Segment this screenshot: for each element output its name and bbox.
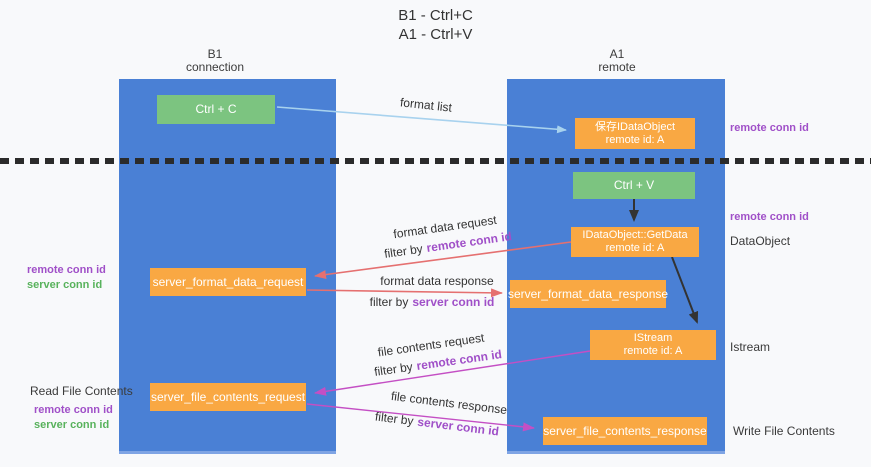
server-format-data-response-label: server_format_data_response xyxy=(507,286,669,301)
getdata-line2: remote id: A xyxy=(605,242,665,254)
ctrl-v-label: Ctrl + V xyxy=(613,178,655,192)
dataobject-annotation: DataObject xyxy=(730,234,791,248)
node-server-format-data-response: server_format_data_response xyxy=(507,280,669,308)
node-ctrl-v: Ctrl + V xyxy=(573,172,695,199)
node-server-file-contents-response: server_file_contents_response xyxy=(543,417,707,445)
left-remote-conn-id-top: remote conn id xyxy=(27,264,106,276)
istream-line1: IStream xyxy=(633,332,673,344)
title-line-1: B1 - Ctrl+C xyxy=(398,7,473,24)
ctrl-c-label: Ctrl + C xyxy=(195,102,237,116)
node-idataobject-getdata: IDataObject::GetData remote id: A xyxy=(571,227,699,257)
istream-line2: remote id: A xyxy=(623,345,683,357)
server-file-contents-request-label: server_file_contents_request xyxy=(150,389,306,404)
diagram-title: B1 - Ctrl+C A1 - Ctrl+V xyxy=(0,6,871,44)
write-file-contents-annotation: Write File Contents xyxy=(733,424,835,438)
filter-by-text: filter by xyxy=(369,295,409,309)
filter-by-text: filter by xyxy=(383,241,424,261)
node-server-format-data-request: server_format_data_request xyxy=(150,268,306,296)
format-data-response-label: format data response xyxy=(380,274,494,288)
lane-header-a1: A1 remote xyxy=(547,48,687,74)
left-server-conn-id-top: server conn id xyxy=(27,279,103,291)
server-conn-id-text: server conn id xyxy=(412,295,495,309)
server-conn-id-text: server conn id xyxy=(416,414,500,439)
left-server-conn-id-bottom: server conn id xyxy=(34,419,110,431)
save-idataobject-line1: 保存IDataObject xyxy=(594,120,676,133)
node-ctrl-c: Ctrl + C xyxy=(157,95,275,124)
lane-b1-name: B1 xyxy=(207,47,223,61)
read-file-contents-annotation: Read File Contents xyxy=(30,384,133,398)
format-list-label: format list xyxy=(399,95,453,115)
node-istream: IStream remote id: A xyxy=(590,330,716,360)
server-format-data-request-label: server_format_data_request xyxy=(152,274,304,289)
getdata-line1: IDataObject::GetData xyxy=(582,229,688,241)
lane-b1-subtitle: connection xyxy=(185,60,245,74)
lane-header-b1: B1 connection xyxy=(145,48,285,74)
right-remote-conn-id-middle: remote conn id xyxy=(730,211,809,223)
filter-by-text: filter by xyxy=(373,359,414,379)
filter-by-text: filter by xyxy=(374,409,415,429)
left-remote-conn-id-bottom: remote conn id xyxy=(34,404,113,416)
node-save-idataobject: 保存IDataObject remote id: A xyxy=(575,118,695,149)
save-idataobject-line2: remote id: A xyxy=(605,133,665,146)
right-remote-conn-id-top: remote conn id xyxy=(730,122,809,134)
lane-a1-subtitle: remote xyxy=(598,60,636,74)
node-server-file-contents-request: server_file_contents_request xyxy=(150,383,306,411)
title-line-2: A1 - Ctrl+V xyxy=(398,26,473,43)
format-data-response-arrow xyxy=(306,288,503,298)
server-file-contents-response-label: server_file_contents_response xyxy=(543,423,707,438)
istream-annotation: Istream xyxy=(730,340,771,354)
lane-a1-name: A1 xyxy=(609,47,625,61)
